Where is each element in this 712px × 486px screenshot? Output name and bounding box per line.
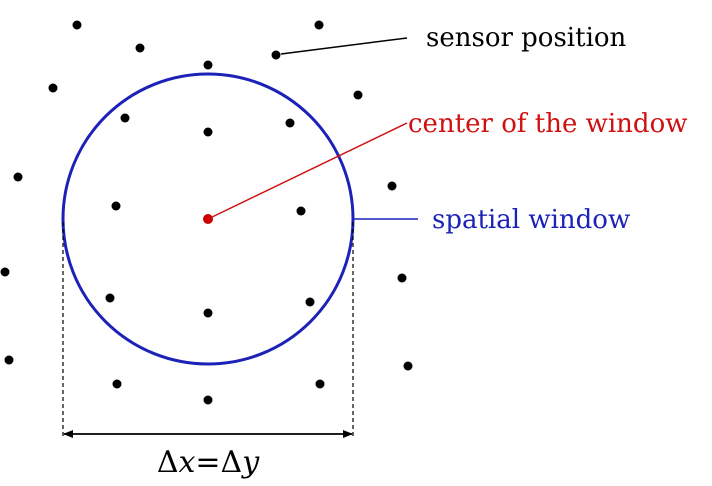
sensor-dot (111, 201, 121, 211)
dimension-equals-sign: = (195, 445, 220, 480)
sensor-dot (135, 43, 145, 53)
dimension-x-variable: x (178, 445, 195, 480)
sensor-dot (4, 355, 14, 365)
center-of-window-label: center of the window (408, 109, 687, 139)
sensor-dot (315, 379, 325, 389)
center-leader-line (207, 122, 408, 220)
sensor-dot (48, 83, 58, 93)
spatial-window-label: spatial window (432, 205, 630, 235)
sensor-dot (72, 20, 82, 30)
sensor-dot (112, 379, 122, 389)
sensor-dot (296, 206, 306, 216)
sensor-dot (305, 297, 315, 307)
sensor-dot (353, 90, 363, 100)
sensor-dots (0, 20, 413, 405)
sensor-dot (203, 60, 213, 70)
dimension-label: Δx=Δy (157, 445, 260, 480)
sensor-dot (13, 172, 23, 182)
sensor-dot (403, 361, 413, 371)
sensor-dot (203, 308, 213, 318)
sensor-dot (105, 293, 115, 303)
dimension-delta-x-symbol: Δ (157, 445, 179, 480)
sensor-position-label: sensor position (426, 23, 627, 53)
sensor-dot (397, 273, 407, 283)
dimension-y-variable: y (240, 445, 260, 480)
sensor-dot (314, 20, 324, 30)
sensor-dot (271, 50, 281, 60)
sensor-dot (285, 118, 295, 128)
sensor-dot (0, 267, 10, 277)
sensor-dot (203, 395, 213, 405)
sensor-dot (203, 127, 213, 137)
sensor-dot (120, 113, 130, 123)
sensor-leader-line (280, 37, 408, 55)
dimension-delta-y-symbol: Δ (221, 445, 243, 480)
sensor-dot (387, 181, 397, 191)
